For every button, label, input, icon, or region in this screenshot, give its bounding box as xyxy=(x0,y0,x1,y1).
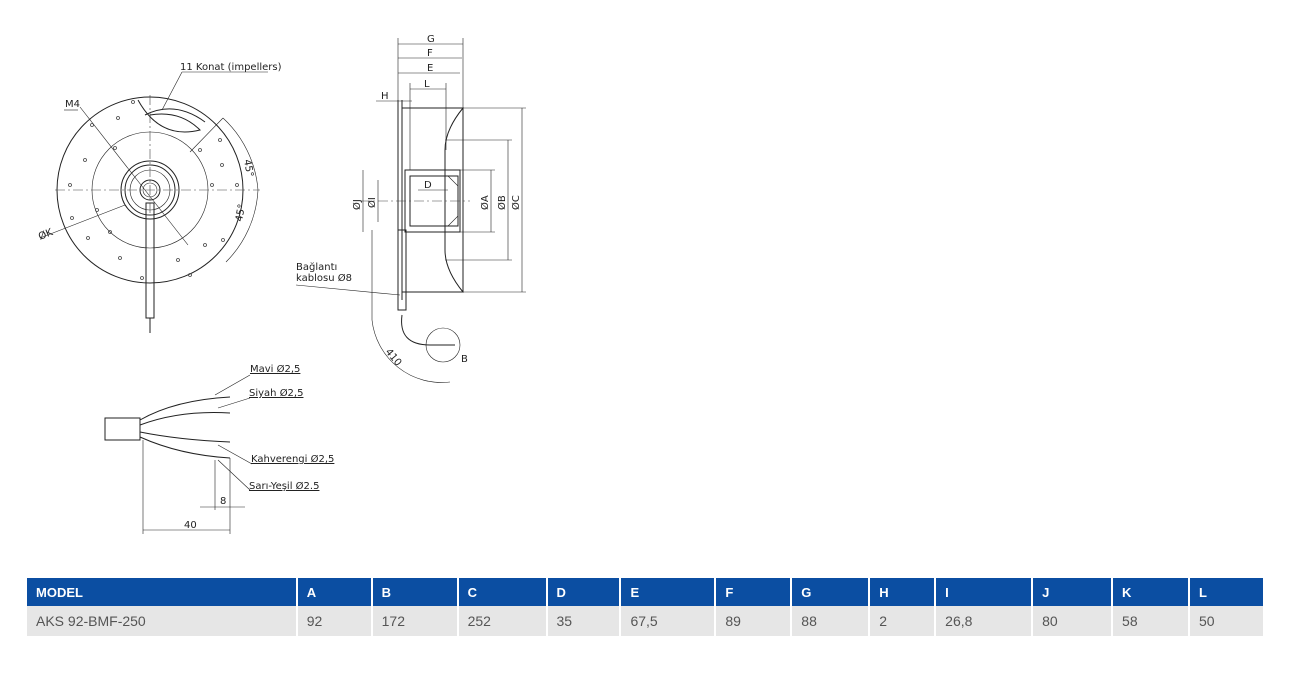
wire-yellow-green-label: Sarı-Yeşil Ø2.5 xyxy=(249,480,319,492)
column-header: C xyxy=(457,578,548,606)
a-label: ØA xyxy=(479,195,491,210)
wire-blue-label: Mavi Ø2,5 xyxy=(250,363,300,375)
wire-black-label: Siyah Ø2,5 xyxy=(249,387,303,399)
table-cell: 35 xyxy=(546,606,622,636)
m4-label: M4 xyxy=(65,99,80,110)
column-header: L xyxy=(1188,578,1266,606)
cable-label-2: kablosu Ø8 xyxy=(296,272,352,284)
detail-label: B xyxy=(461,354,468,365)
table-cell: 2 xyxy=(869,606,937,636)
wire-detail: Mavi Ø2,5 Siyah Ø2,5 Kahverengi Ø2,5 Sar… xyxy=(104,363,334,534)
table-cell: 252 xyxy=(457,606,548,636)
b-label: ØB xyxy=(496,195,508,210)
table-cell: 89 xyxy=(715,606,793,636)
angle1-label: 45° xyxy=(241,159,255,178)
side-view: G F E L H D ØJ ØI ØA ØB ØC Bağlantı kabl… xyxy=(295,34,526,383)
c-label: ØC xyxy=(510,195,522,210)
table-cell: AKS 92-BMF-250 xyxy=(27,606,298,636)
table-cell: 88 xyxy=(791,606,871,636)
k-label: ØK xyxy=(37,226,55,243)
column-header: H xyxy=(869,578,937,606)
dim-40-label: 40 xyxy=(184,520,197,531)
table-cell: 26,8 xyxy=(935,606,1034,636)
table-cell: 50 xyxy=(1188,606,1266,636)
l-label: L xyxy=(424,79,430,90)
impellers-label: 11 Konat (impellers) xyxy=(180,62,282,73)
column-header: J xyxy=(1032,578,1114,606)
column-header: I xyxy=(935,578,1034,606)
g-label: G xyxy=(427,34,435,45)
i-label: ØI xyxy=(366,197,378,208)
wire-brown-label: Kahverengi Ø2,5 xyxy=(251,453,334,465)
table-cell: 58 xyxy=(1112,606,1190,636)
column-header: G xyxy=(791,578,871,606)
column-header: K xyxy=(1112,578,1190,606)
table-cell: 172 xyxy=(371,606,459,636)
dim-8-label: 8 xyxy=(220,496,226,507)
e-label: E xyxy=(427,63,433,74)
column-header: E xyxy=(620,578,717,606)
cable-label-1: Bağlantı xyxy=(296,261,337,273)
column-header: B xyxy=(371,578,459,606)
technical-drawing: 11 Konat (impellers) M4 ØK 45° 45° xyxy=(37,34,526,534)
table-cell: 80 xyxy=(1032,606,1114,636)
table-cell: 67,5 xyxy=(620,606,717,636)
f-label: F xyxy=(427,48,433,59)
d-label: D xyxy=(424,180,432,191)
column-header: D xyxy=(546,578,622,606)
front-view: 11 Konat (impellers) M4 ØK 45° 45° xyxy=(37,62,282,333)
column-header: F xyxy=(715,578,793,606)
column-header: MODEL xyxy=(27,578,298,606)
j-label: ØJ xyxy=(351,199,363,210)
table-cell: 92 xyxy=(296,606,373,636)
length-label: 410 xyxy=(383,347,404,369)
column-header: A xyxy=(296,578,373,606)
h-label: H xyxy=(381,91,389,102)
angle2-label: 45° xyxy=(234,203,248,222)
